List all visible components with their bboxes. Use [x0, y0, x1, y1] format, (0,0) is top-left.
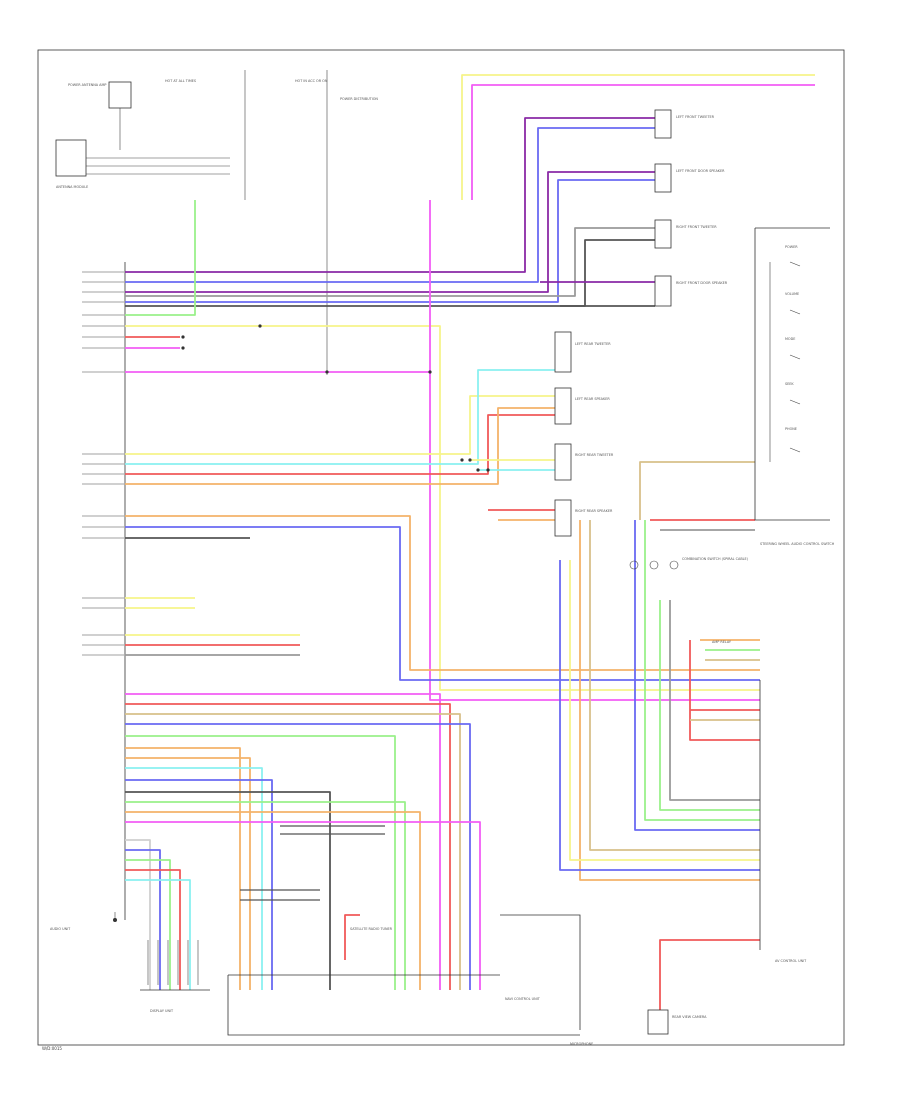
antenna-module-box — [55, 139, 87, 177]
sw-btn-0: POWER — [785, 245, 798, 249]
wire-harness — [125, 74, 815, 1010]
spk-rf-door-label: RIGHT FRONT DOOR SPEAKER — [676, 281, 728, 285]
spk-rr-door-label: RIGHT REAR SPEAKER — [575, 509, 613, 513]
fuse-right-label: HOT IN ACC OR ON — [295, 79, 328, 83]
combination-switch: COMBINATION SWITCH (SPIRAL CABLE) — [629, 557, 749, 570]
nav-unit-label: NAVI CONTROL UNIT — [505, 997, 541, 1001]
speaker-rr-tweeter — [554, 443, 572, 481]
speaker-rf-door — [654, 275, 672, 307]
sw-btn-4: PHONE — [785, 427, 797, 431]
spk-lf-door-label: LEFT FRONT DOOR SPEAKER — [676, 169, 725, 173]
audio-unit-label: AUDIO UNIT — [50, 927, 71, 931]
nav-unit: NAVI CONTROL UNIT — [227, 974, 580, 1036]
speaker-group-front: LEFT FRONT TWEETER LEFT FRONT DOOR SPEAK… — [654, 109, 728, 307]
fuse-left-label: HOT AT ALL TIMES — [165, 79, 196, 83]
combination-switch-label: COMBINATION SWITCH (SPIRAL CABLE) — [682, 557, 749, 561]
ground-symbol — [113, 912, 117, 922]
spk-rf-tweeter-label: RIGHT FRONT TWEETER — [676, 225, 717, 229]
display-unit-label: DISPLAY UNIT — [150, 1009, 174, 1013]
speaker-lr-tweeter — [554, 331, 572, 373]
page-code: W/D:0015 — [42, 1046, 62, 1051]
display-unit: DISPLAY UNIT — [140, 940, 210, 1013]
spk-lr-door-label: LEFT REAR SPEAKER — [575, 397, 610, 401]
speaker-rr-door — [554, 499, 572, 537]
junction-dots — [181, 324, 490, 472]
speaker-lf-tweeter — [654, 109, 672, 139]
wire-yellow-top — [461, 74, 815, 200]
camera-label: REAR VIEW CAMERA — [672, 1015, 707, 1019]
spk-rr-tweeter-label: RIGHT REAR TWEETER — [575, 453, 614, 457]
microphone-block: MICROPHONE — [500, 914, 593, 1046]
sw-btn-1: VOLUME — [785, 292, 799, 296]
spk-lf-tweeter-label: LEFT FRONT TWEETER — [676, 115, 715, 119]
power-dist-label: POWER DISTRIBUTION — [340, 97, 378, 101]
speaker-lr-door — [554, 387, 572, 425]
antenna-amp-box — [108, 81, 132, 109]
rear-camera: REAR VIEW CAMERA — [647, 1009, 707, 1035]
antenna-module-label: ANTENNA MODULE — [56, 185, 88, 189]
sw-btn-2: MODE — [785, 337, 795, 341]
antenna-amp-label: POWER ANTENNA AMP — [68, 83, 106, 87]
steering-switch-label: STEERING WHEEL AUDIO CONTROL SWITCH — [760, 542, 835, 546]
amp-relay-label: AMP RELAY — [712, 640, 732, 644]
sw-btn-3: SEEK — [785, 382, 794, 386]
steering-switch: POWER VOLUME MODE SEEK PHONE STEERING WH… — [754, 227, 835, 546]
av-control-label: AV CONTROL UNIT — [775, 959, 807, 963]
satellite-tuner: SATELLITE RADIO TUNER — [350, 927, 393, 931]
audio-unit-pin-ticks — [82, 271, 124, 656]
wire-pink-top — [471, 84, 815, 200]
speaker-rf-tweeter — [654, 219, 672, 249]
diagram-frame — [37, 49, 845, 1046]
speaker-lf-door — [654, 163, 672, 193]
speaker-group-rear: LEFT REAR TWEETER LEFT REAR SPEAKER RIGH… — [554, 331, 614, 537]
mic-label: MICROPHONE — [570, 1042, 593, 1046]
spk-lr-tweeter-label: LEFT REAR TWEETER — [575, 342, 611, 346]
satellite-label: SATELLITE RADIO TUNER — [350, 927, 393, 931]
